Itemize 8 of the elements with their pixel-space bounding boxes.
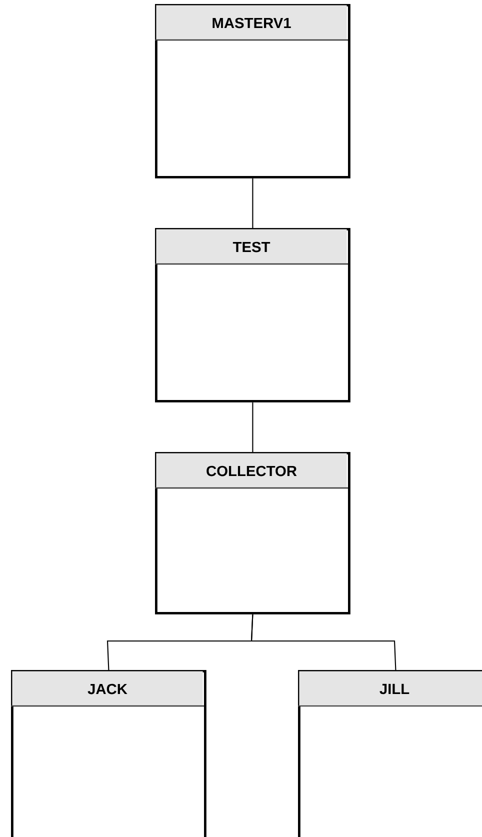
connector-line xyxy=(252,178,254,228)
table-box: COLLECTOR xyxy=(155,452,350,614)
table-box: JILL xyxy=(298,670,482,837)
connector-line xyxy=(250,614,396,670)
table-box: TEST xyxy=(155,228,350,402)
connector-line xyxy=(252,402,254,452)
table-box: MASTERV1 xyxy=(155,4,350,178)
table-box: JACK xyxy=(11,670,206,837)
